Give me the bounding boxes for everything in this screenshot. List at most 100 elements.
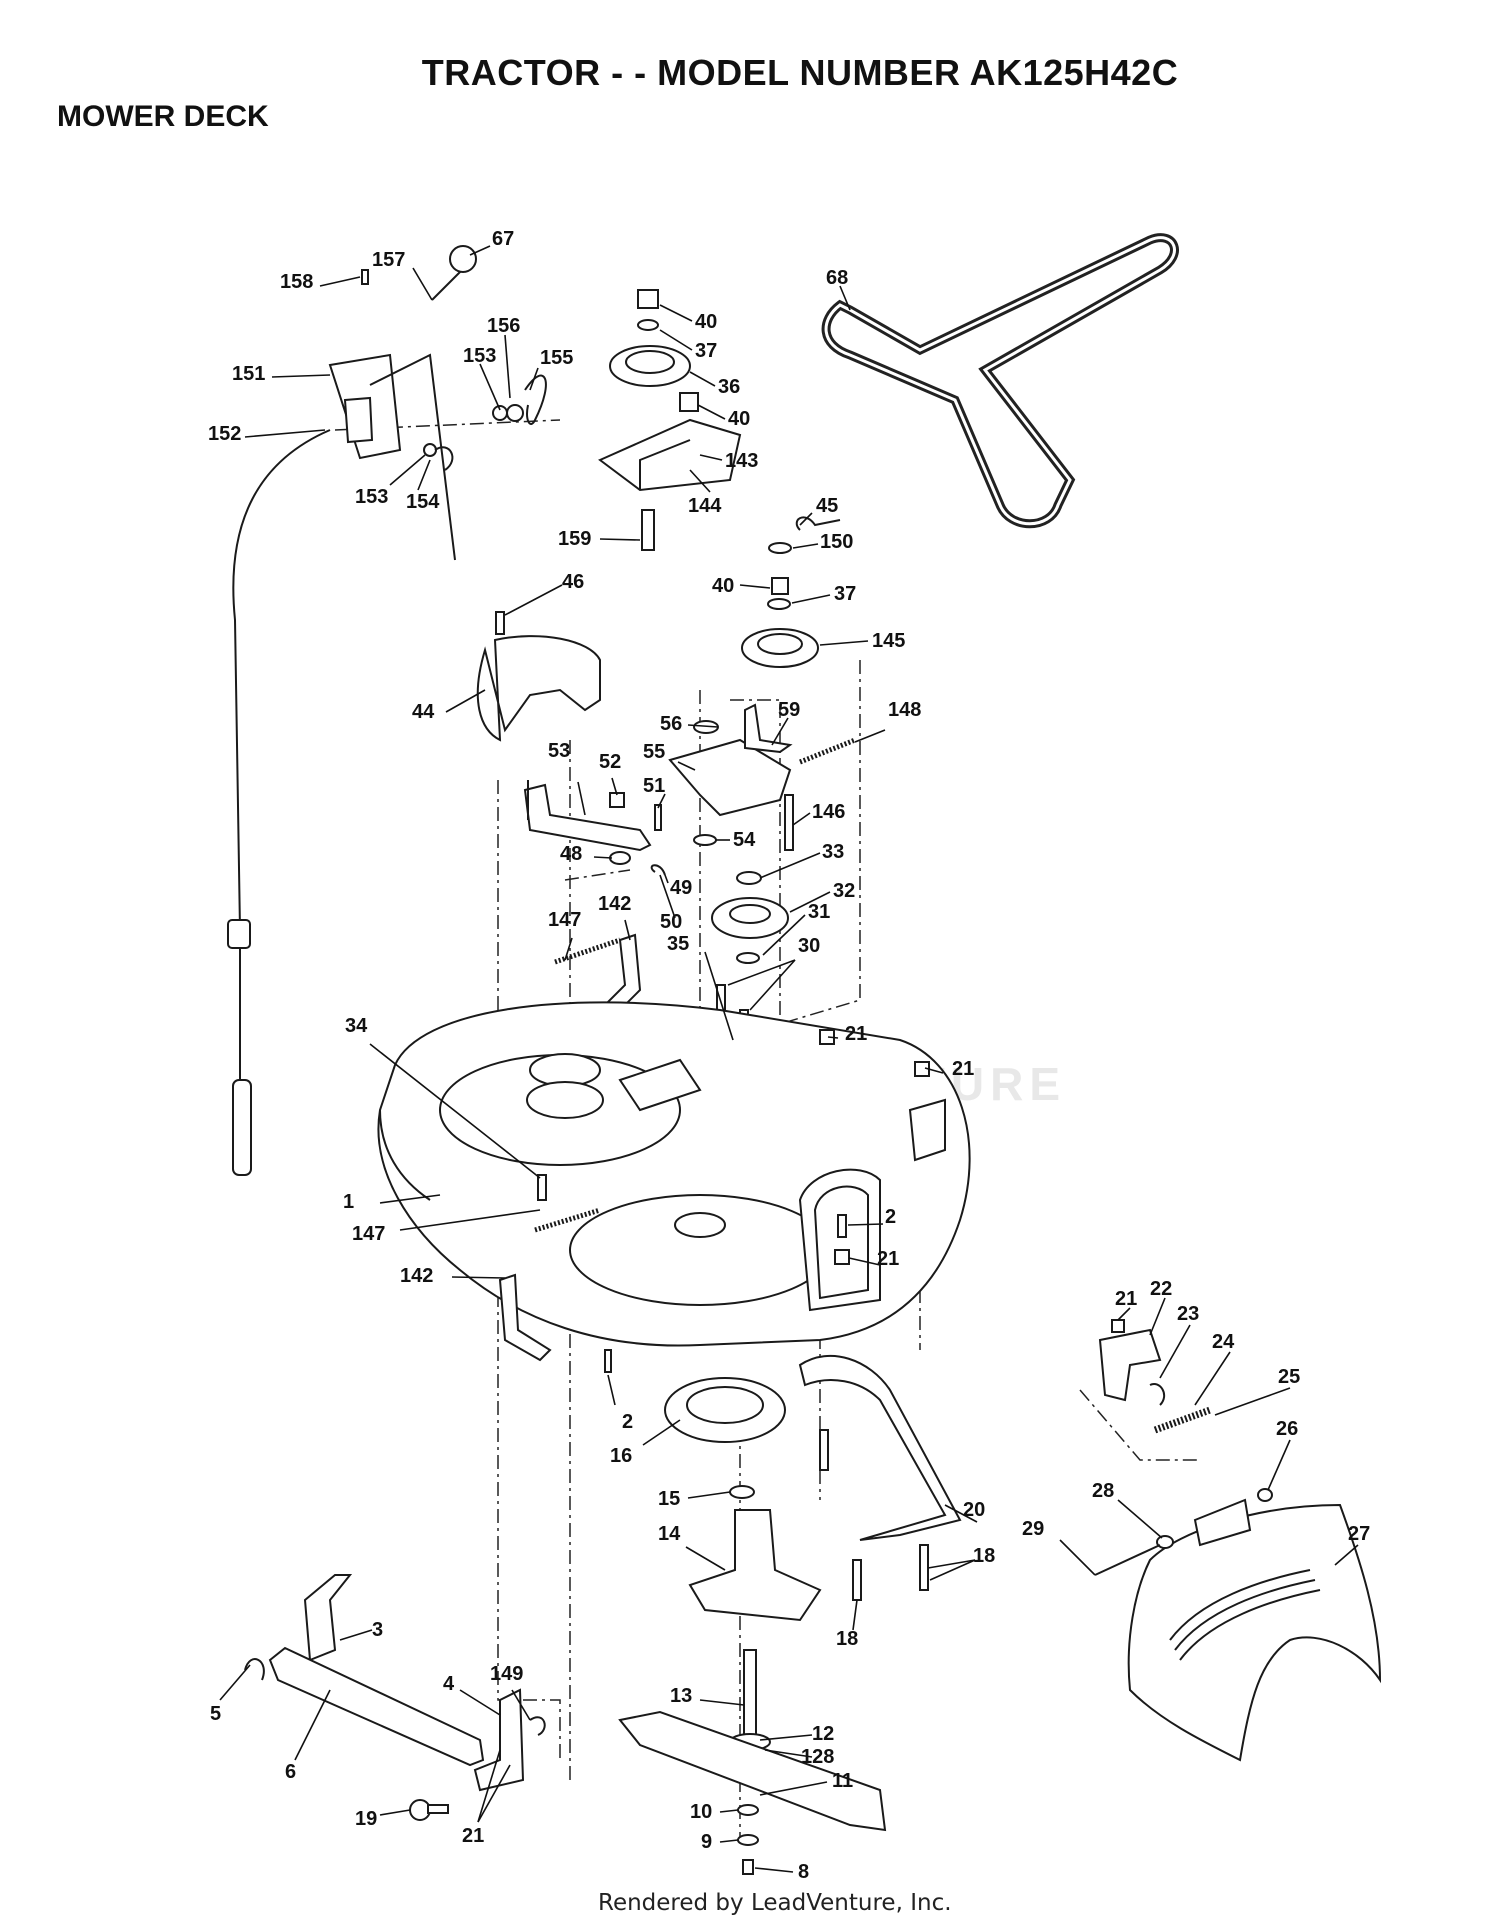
spindle-assembly (664, 1377, 822, 1751)
callout-21-d: 21 (462, 1825, 484, 1847)
callout-40-a: 40 (695, 311, 717, 333)
front-link-assembly (244, 1574, 546, 1821)
callout-30: 30 (798, 935, 820, 957)
mower-deck-housing (377, 1001, 971, 1347)
callout-18-left: 18 (836, 1628, 858, 1650)
idler-pulley-group (598, 289, 742, 551)
callout-11: 11 (832, 1770, 853, 1792)
callout-18-right: 18 (973, 1545, 995, 1567)
callout-54: 54 (733, 829, 756, 851)
callout-150: 150 (820, 531, 853, 553)
callout-9: 9 (701, 1831, 712, 1853)
callout-50: 50 (660, 911, 682, 933)
callout-31: 31 (808, 901, 830, 923)
callout-56: 56 (660, 713, 682, 735)
callout-13: 13 (670, 1685, 692, 1707)
pulley-145-stack (741, 516, 841, 668)
callout-51: 51 (643, 775, 665, 797)
callout-21-c: 21 (877, 1248, 899, 1270)
callout-40-b: 40 (728, 408, 750, 430)
render-credit: Rendered by LeadVenture, Inc. (598, 1890, 952, 1916)
callout-35: 35 (667, 933, 689, 955)
lower-arm-spring (498, 1174, 850, 1373)
callout-153-upper: 153 (463, 345, 496, 367)
callout-40-c: 40 (712, 575, 734, 597)
callout-3: 3 (372, 1619, 383, 1641)
callout-16: 16 (610, 1445, 632, 1467)
blade (618, 1710, 887, 1875)
lift-lever-assembly (227, 245, 547, 1176)
callout-33: 33 (822, 841, 844, 863)
baffle (798, 1355, 962, 1601)
belt-guard (476, 611, 601, 742)
callout-55: 55 (643, 741, 665, 763)
callout-145: 145 (872, 630, 905, 652)
callout-36: 36 (718, 376, 740, 398)
callout-1: 1 (343, 1191, 354, 1213)
callout-59: 59 (778, 699, 800, 721)
callout-37-b: 37 (834, 583, 856, 605)
callout-15: 15 (658, 1488, 680, 1510)
callout-53: 53 (548, 740, 570, 762)
callout-156: 156 (487, 315, 520, 337)
callout-147-lower: 147 (352, 1223, 385, 1245)
callout-2-upper: 2 (885, 1206, 896, 1228)
callout-142-lower: 142 (400, 1265, 433, 1287)
callout-146: 146 (812, 801, 845, 823)
callout-48: 48 (560, 843, 582, 865)
callout-67: 67 (492, 228, 514, 250)
callout-10: 10 (690, 1801, 712, 1823)
callout-23: 23 (1177, 1303, 1199, 1325)
callout-6: 6 (285, 1761, 296, 1783)
page-title: TRACTOR - - MODEL NUMBER AK125H42C (421, 52, 1179, 93)
callout-46: 46 (562, 571, 584, 593)
callout-4: 4 (443, 1673, 455, 1695)
callout-8: 8 (798, 1861, 809, 1883)
drive-belt (821, 233, 1179, 529)
callout-157: 157 (372, 249, 405, 271)
callout-49: 49 (670, 877, 692, 899)
callout-45: 45 (816, 495, 838, 517)
callout-34: 34 (345, 1015, 368, 1037)
callout-19: 19 (355, 1808, 377, 1830)
callout-labels: 67 157 158 156 151 153 155 152 153 154 4… (208, 228, 1370, 1883)
callout-68: 68 (826, 267, 848, 289)
callout-25: 25 (1278, 1366, 1300, 1388)
callout-44: 44 (412, 701, 435, 723)
callout-5: 5 (210, 1703, 221, 1725)
callout-144: 144 (688, 495, 722, 517)
callout-26: 26 (1276, 1418, 1298, 1440)
callout-22: 22 (1150, 1278, 1172, 1300)
callout-128: 128 (801, 1746, 834, 1768)
callout-142-upper: 142 (598, 893, 631, 915)
callout-14: 14 (658, 1523, 681, 1545)
callout-2-lower: 2 (622, 1411, 633, 1433)
callout-159: 159 (558, 528, 591, 550)
callout-27: 27 (1348, 1523, 1370, 1545)
callout-153-lower: 153 (355, 486, 388, 508)
leader-lines (219, 245, 1359, 1873)
callout-147-upper: 147 (548, 909, 581, 931)
callout-151: 151 (232, 363, 265, 385)
callout-149: 149 (490, 1663, 523, 1685)
callout-20: 20 (963, 1499, 985, 1521)
callout-21-b: 21 (952, 1058, 974, 1080)
callout-32: 32 (833, 880, 855, 902)
callout-21-e: 21 (1115, 1288, 1137, 1310)
callout-21-a: 21 (845, 1023, 867, 1045)
callout-29: 29 (1022, 1518, 1044, 1540)
callout-158: 158 (280, 271, 313, 293)
callout-143: 143 (725, 450, 758, 472)
callout-148: 148 (888, 699, 921, 721)
callout-152: 152 (208, 423, 241, 445)
callout-28: 28 (1092, 1480, 1114, 1502)
callout-155: 155 (540, 347, 573, 369)
section-title: MOWER DECK (57, 100, 269, 133)
callout-52: 52 (599, 751, 621, 773)
callout-37-a: 37 (695, 340, 717, 362)
callout-24: 24 (1212, 1331, 1235, 1353)
callout-154: 154 (406, 491, 440, 513)
callout-12: 12 (812, 1723, 834, 1745)
discharge-chute-assembly (1094, 1319, 1382, 1762)
